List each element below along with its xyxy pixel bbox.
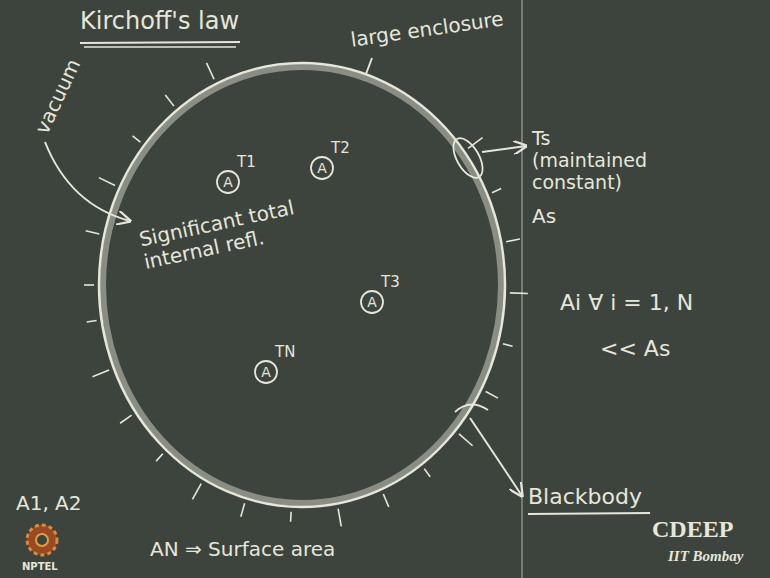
- area-note: A1, A2: [16, 492, 82, 515]
- hatch-tick: [492, 189, 501, 193]
- hatch-tick: [133, 136, 141, 142]
- hatch-tick: [206, 63, 214, 79]
- area-symbol: A: [317, 161, 327, 175]
- hatch-tick: [192, 484, 201, 500]
- hatch-tick: [241, 503, 245, 516]
- area-circle-outline: [361, 291, 383, 313]
- board-edge: [521, 0, 523, 578]
- surface-temperature: Ts (maintained constant): [532, 128, 662, 194]
- condition-text: << As: [600, 336, 670, 361]
- enclosure-wall: [99, 63, 505, 507]
- temperature-label: T3: [381, 275, 400, 290]
- hatch-tick: [486, 392, 498, 399]
- title-text: Kirchoff's law: [80, 8, 239, 36]
- nptel-logo: [27, 525, 57, 555]
- hatch-tick: [92, 370, 109, 377]
- hatch-tick: [383, 494, 388, 507]
- hatch-tick: [468, 138, 482, 149]
- hatch-tick: [87, 321, 97, 323]
- temperature-label: T2: [331, 141, 350, 156]
- enclosure-wall: [103, 67, 501, 503]
- enclosure-node: Significant total internal refl.T1AT2AT3…: [99, 63, 505, 507]
- area-circle: T1A: [216, 155, 261, 195]
- surface-area: As: [532, 205, 556, 228]
- hatch-tick: [84, 284, 94, 286]
- hatch-tick: [424, 469, 430, 477]
- enclosure-outline: [99, 63, 505, 507]
- area-symbol: A: [261, 365, 271, 379]
- title-underline: [80, 42, 240, 43]
- hatch-tick: [459, 434, 473, 446]
- title-underline: [84, 46, 236, 48]
- watermark: IIT Bombay: [668, 548, 743, 565]
- hatch-tick: [120, 415, 131, 423]
- leader-arrow: [470, 418, 522, 496]
- hatch-tick: [165, 95, 174, 106]
- hatch-tick: [156, 454, 163, 461]
- hatch-tick: [338, 509, 341, 527]
- hatch-tick: [503, 344, 513, 347]
- hatch-ticks: [84, 63, 528, 526]
- hatch-tick: [290, 512, 292, 522]
- hatch-tick: [510, 292, 528, 294]
- area-circle: T2A: [310, 141, 355, 181]
- region-label: vacuum: [31, 55, 86, 137]
- hatch-tick: [506, 239, 520, 242]
- area-circle-outline: [217, 171, 239, 193]
- note-text: Significant total internal refl.: [137, 192, 321, 274]
- area-note: AN ⇒ Surface area: [150, 538, 335, 561]
- area-circle-outline: [311, 157, 333, 179]
- hatch-tick: [99, 178, 115, 186]
- label-underline: [528, 513, 650, 514]
- leader-line: [366, 58, 372, 74]
- area-symbol: A: [367, 295, 377, 309]
- hatch-tick: [86, 231, 100, 234]
- area-circle: TN A: [254, 345, 301, 385]
- condition-text: Ai ∀ i = 1, N: [560, 290, 693, 315]
- enclosure-label: large enclosure: [349, 7, 505, 51]
- area-circle-outline: [255, 361, 277, 383]
- area-circle: T3A: [360, 275, 405, 315]
- logo-text: NPTEL: [22, 561, 58, 573]
- area-symbol: A: [223, 175, 233, 189]
- watermark: CDEEP: [652, 516, 733, 544]
- temperature-label: T1: [237, 155, 256, 170]
- blackbody-label: Blackbody: [528, 484, 642, 509]
- temperature-label: TN: [275, 345, 295, 360]
- leader-arrow: [482, 146, 526, 152]
- nptel-logo: [36, 534, 48, 546]
